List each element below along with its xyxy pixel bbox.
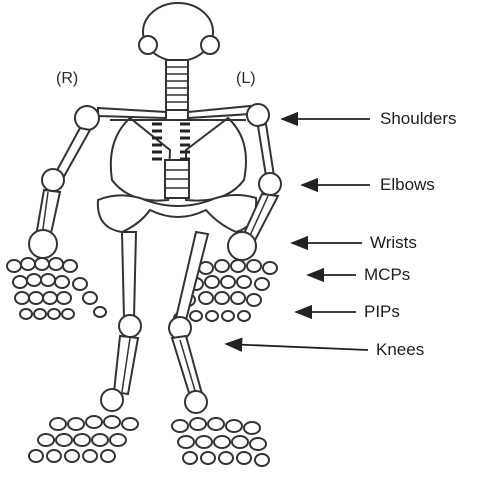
- left-ankle-joint: [185, 391, 207, 413]
- right-ear: [139, 36, 157, 54]
- left-femur: [176, 232, 208, 320]
- right-hand: [7, 258, 106, 319]
- label-wrists: Wrists: [370, 233, 417, 253]
- label-knees: Knees: [376, 340, 424, 360]
- pelvis: [98, 195, 256, 232]
- left-ear: [201, 36, 219, 54]
- knees-pointer: [226, 344, 368, 350]
- left-humerus: [258, 124, 274, 176]
- left-wrist-joint: [228, 232, 256, 260]
- label-mcps: MCPs: [364, 265, 410, 285]
- left-elbow-joint: [259, 173, 281, 195]
- right-side-label: (R): [56, 70, 78, 88]
- right-knee-joint: [119, 315, 141, 337]
- right-elbow-joint: [42, 169, 64, 191]
- label-elbows: Elbows: [380, 175, 435, 195]
- label-pips: PIPs: [364, 302, 400, 322]
- right-clavicle: [98, 108, 166, 118]
- left-shoulder-joint: [247, 104, 269, 126]
- right-shoulder-joint: [75, 106, 99, 130]
- left-clavicle: [188, 106, 250, 118]
- left-knee-joint: [169, 317, 191, 339]
- right-wrist-joint: [29, 230, 57, 258]
- right-ankle-joint: [101, 389, 123, 411]
- right-foot: [29, 416, 138, 462]
- right-femur: [122, 232, 136, 318]
- left-foot: [172, 418, 269, 466]
- left-side-label: (L): [236, 70, 256, 88]
- label-shoulders: Shoulders: [380, 109, 457, 129]
